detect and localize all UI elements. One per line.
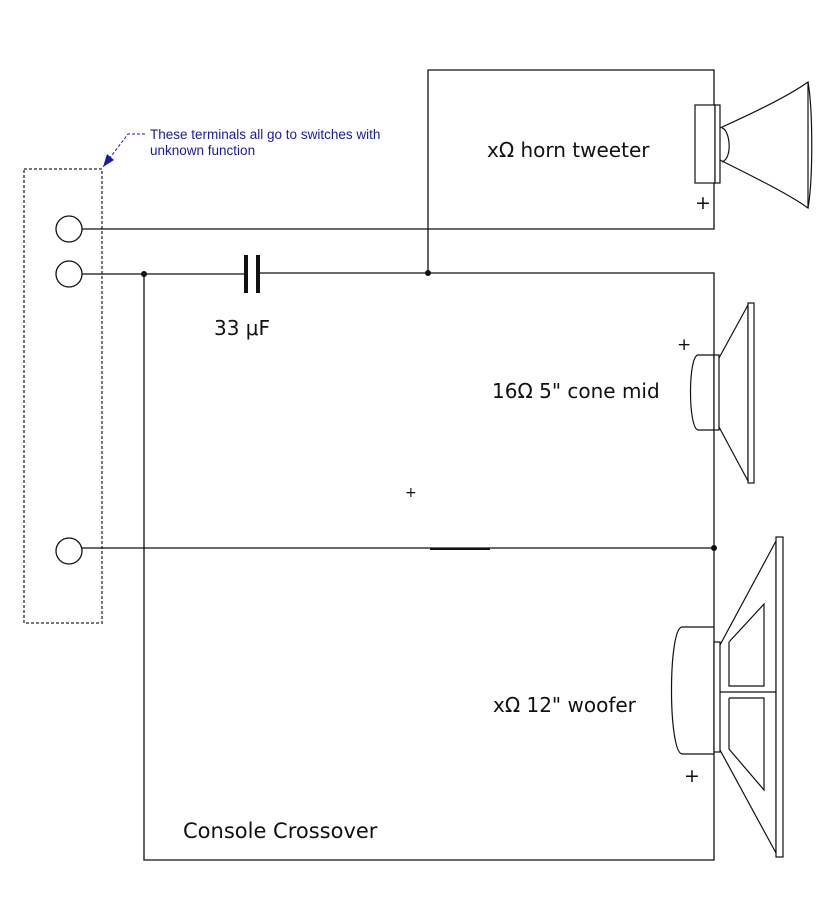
- woofer-speaker-icon: [670, 536, 784, 858]
- cone-mid-speaker-icon: [689, 302, 755, 484]
- crossover-label: Console Crossover: [183, 819, 378, 843]
- wire-capacitor-to-mid: [258, 272, 715, 852]
- junction-dot: [711, 545, 717, 551]
- tweeter-loop-wire: [82, 69, 715, 273]
- woofer-polarity: +: [684, 765, 700, 787]
- center-polarity-marker: +: [405, 485, 417, 501]
- annotation-line-1: These terminals all go to switches with: [150, 127, 380, 142]
- mid-label: 16Ω 5" cone mid: [492, 379, 660, 403]
- woofer-label: xΩ 12" woofer: [493, 693, 637, 717]
- capacitor-33uf: [244, 255, 260, 293]
- junction-dot: [141, 271, 147, 277]
- horn-tweeter-icon: [694, 80, 813, 210]
- annotation-arrow: [102, 133, 145, 168]
- terminal-block: [23, 168, 103, 624]
- annotation-line-2: unknown function: [150, 143, 255, 158]
- terminal-bottom: [55, 537, 83, 565]
- terminal-middle: [55, 260, 83, 288]
- crossover-box-wire: [143, 274, 715, 861]
- junction-dot: [425, 270, 431, 276]
- wires: [82, 69, 715, 861]
- capacitor-label: 33 μF: [214, 316, 270, 340]
- tweeter-polarity: +: [695, 192, 711, 214]
- terminal-top: [55, 215, 83, 243]
- tweeter-label: xΩ horn tweeter: [487, 138, 650, 162]
- mid-polarity: +: [677, 335, 691, 355]
